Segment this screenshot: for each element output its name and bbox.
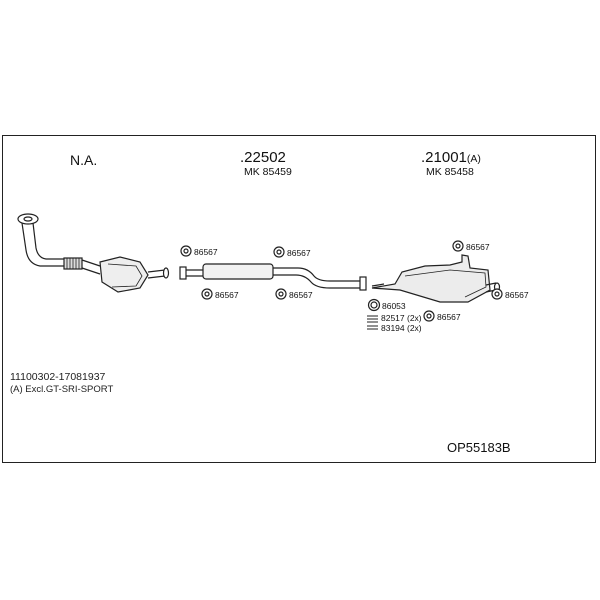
section-title-21001: .21001(A)	[421, 149, 481, 166]
diagram-frame	[2, 135, 596, 463]
part-label-2: 86567	[215, 290, 239, 300]
section-title-22502: .22502	[240, 149, 286, 166]
part-label-7: 86053	[382, 301, 406, 311]
footnote: (A) Excl.GT-SRI-SPORT	[10, 384, 114, 395]
serial-range: 11100302-17081937	[10, 371, 106, 383]
part-label-5: 86567	[466, 242, 490, 252]
section-sub-22502: MK 85459	[244, 166, 292, 178]
part-label-4: 86567	[289, 290, 313, 300]
part-label-1: 86567	[194, 247, 218, 257]
part-label-6: 86567	[505, 290, 529, 300]
part-label-10: 86567	[437, 312, 461, 322]
hanger-icons	[180, 240, 503, 322]
part-label-3: 86567	[287, 248, 311, 258]
section-sub-21001: MK 85458	[426, 166, 474, 178]
part-label-9: 83194 (2x)	[381, 323, 422, 333]
section-title-na: N.A.	[70, 152, 98, 168]
diagram-code: OP55183B	[447, 440, 511, 455]
part-label-8: 82517 (2x)	[381, 313, 422, 323]
